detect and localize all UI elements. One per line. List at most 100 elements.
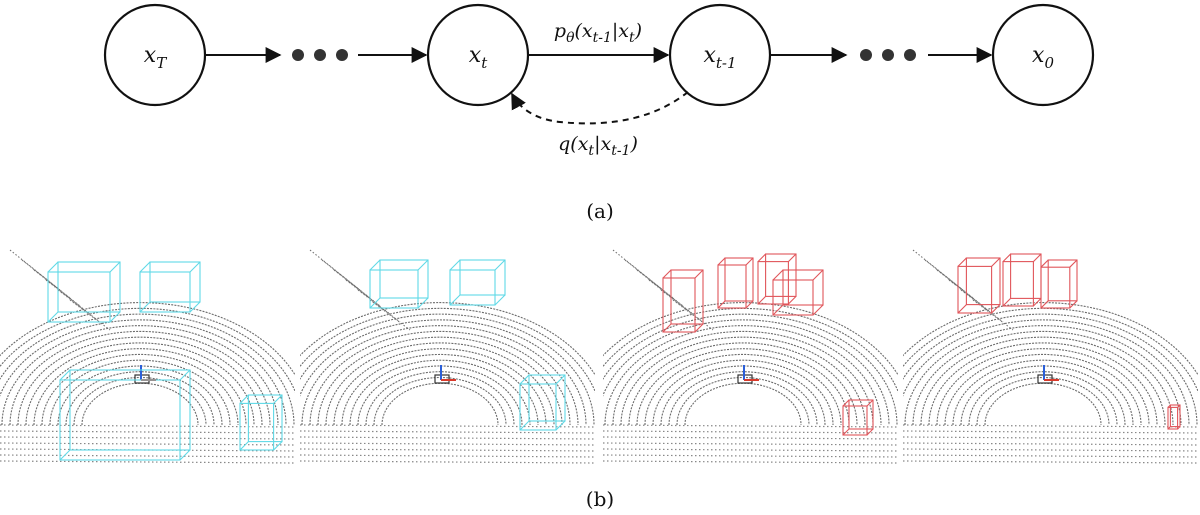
- bounding-box: [239, 394, 283, 451]
- scan-ring: [920, 336, 1166, 426]
- scan-ring: [903, 302, 1198, 376]
- ellipsis-dot: [882, 49, 894, 61]
- ground-scan-line: [300, 442, 595, 446]
- bounding-box: [662, 269, 704, 333]
- scan-ring: [9, 330, 271, 426]
- ellipsis-dot: [860, 49, 872, 61]
- forward-edge-label: pθ(xt-1|xt): [554, 20, 642, 46]
- ground-scan-line: [300, 460, 595, 464]
- bounding-box: [1002, 253, 1042, 307]
- scan-ring: [644, 353, 842, 426]
- scan-ring: [603, 302, 898, 376]
- scan-ring: [952, 359, 1134, 426]
- bounding-box: [957, 257, 1001, 314]
- scan-ring: [603, 307, 898, 393]
- point-cloud-panels: [0, 240, 1198, 470]
- scan-ring: [300, 313, 595, 426]
- ground-scan-line: [0, 442, 295, 446]
- panel-background: [300, 240, 595, 470]
- ground-scan-line: [0, 460, 295, 464]
- scan-ring: [904, 325, 1182, 426]
- scan-ring: [333, 348, 547, 426]
- ground-scan-line: [603, 436, 898, 440]
- panel-1: [0, 240, 295, 470]
- panel-2: [300, 240, 595, 470]
- panel-4: [903, 240, 1198, 470]
- backward-edge-label: q(xt|xt-1): [558, 133, 638, 159]
- scan-ring: [652, 359, 834, 426]
- scan-ring: [628, 342, 858, 426]
- ground-scan-line: [903, 454, 1198, 458]
- ground-scan-line: [300, 430, 595, 434]
- bounding-box: [772, 269, 824, 316]
- scan-ring: [0, 313, 295, 426]
- ground-scan-line: [903, 430, 1198, 434]
- building-scan-line: [45, 279, 91, 315]
- node-x0: [991, 3, 1095, 107]
- building-scan-line: [672, 299, 714, 331]
- ground-scan-line: [0, 424, 295, 428]
- scan-ring: [612, 330, 874, 426]
- caption-a: (a): [586, 199, 614, 223]
- node-xt-1-label: xt-1: [703, 43, 736, 72]
- scan-ring: [928, 342, 1158, 426]
- scan-ring: [300, 319, 587, 426]
- scan-ring: [603, 313, 898, 426]
- node-xT-label: xT: [144, 43, 167, 72]
- scan-ring: [1, 325, 279, 426]
- ellipsis-dot: [314, 49, 326, 61]
- building-scan-line: [948, 279, 994, 315]
- scan-ring: [903, 307, 1198, 393]
- scan-ring: [620, 336, 866, 426]
- bounding-box: [519, 374, 566, 431]
- ellipsis-dot: [904, 49, 916, 61]
- ground-scan-line: [300, 448, 595, 452]
- ground-scan-line: [903, 442, 1198, 446]
- ground-scan-line: [903, 460, 1198, 464]
- bounding-box: [59, 369, 191, 461]
- ground-scan-line: [603, 442, 898, 446]
- markov-chain-diagram: xT xt xt-1 x0 pθ(xt-1|xt) q(xt|xt-1): [103, 3, 1095, 223]
- ground-scan-line: [300, 436, 595, 440]
- bounding-box: [757, 253, 797, 305]
- ellipsis-dot: [336, 49, 348, 61]
- ground-scan-line: [603, 454, 898, 458]
- panel-3: [603, 240, 898, 470]
- building-scan-line: [333, 269, 381, 307]
- ground-scan-line: [300, 454, 595, 458]
- ground-scan-line: [603, 424, 898, 428]
- scan-ring: [604, 325, 882, 426]
- dashed-backward-arrow: [511, 91, 689, 125]
- ground-scan-line: [0, 436, 295, 440]
- building-scan-line: [69, 299, 111, 331]
- building-scan-line: [369, 299, 411, 331]
- scan-ring: [912, 330, 1174, 426]
- bounding-box: [1167, 404, 1181, 430]
- node-xt-label: xt: [469, 43, 488, 72]
- scan-ring: [603, 319, 890, 426]
- scan-ring: [25, 342, 255, 426]
- scan-ring: [0, 307, 295, 393]
- bounding-box: [449, 259, 506, 306]
- caption-b: (b): [586, 487, 614, 511]
- scan-ring: [903, 319, 1190, 426]
- scan-ring: [33, 348, 247, 426]
- scan-ring: [41, 353, 239, 426]
- ground-scan-line: [603, 460, 898, 464]
- scan-ring: [636, 348, 850, 426]
- ground-scan-line: [0, 448, 295, 452]
- scan-ring: [936, 348, 1150, 426]
- scan-ring: [300, 302, 595, 376]
- panel-background: [903, 240, 1198, 470]
- scan-ring: [0, 319, 287, 426]
- bounding-box: [369, 259, 429, 309]
- scan-ring: [301, 325, 579, 426]
- ground-scan-line: [0, 430, 295, 434]
- building-scan-line: [648, 279, 694, 315]
- ground-scan-line: [603, 448, 898, 452]
- bounding-box: [139, 261, 201, 313]
- ground-scan-line: [903, 436, 1198, 440]
- scan-ring: [903, 313, 1198, 426]
- building-scan-line: [636, 269, 684, 307]
